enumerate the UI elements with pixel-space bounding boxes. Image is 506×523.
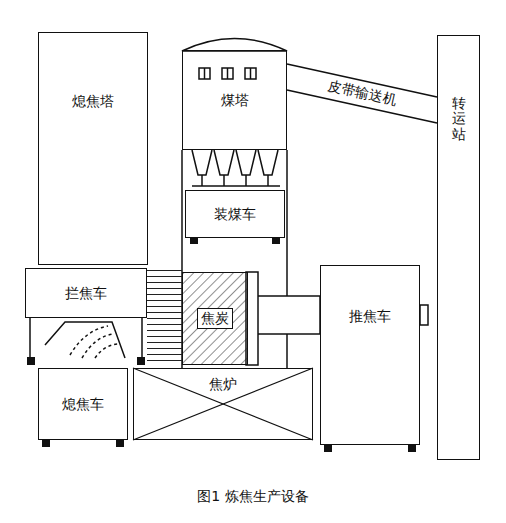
edge-label: 皮带输送机 <box>326 77 398 110</box>
charging-car: 装煤车 <box>185 190 285 238</box>
node-label: 焦炭 <box>197 308 233 329</box>
coke-guide-car: 拦焦车 <box>25 268 147 318</box>
node-label: 熄焦车 <box>62 396 104 413</box>
oven-cross <box>133 368 313 440</box>
node-label: 拦焦车 <box>65 285 107 302</box>
coke-mass: 焦炭 <box>182 272 248 365</box>
node-label: 煤塔 <box>221 92 249 109</box>
guide-car-hood <box>30 318 142 358</box>
belt-conveyor <box>287 64 437 123</box>
node-label: 转运站 <box>452 96 466 142</box>
quench-tower: 熄焦塔 <box>38 32 148 265</box>
transfer-station: 转运站 <box>437 35 480 460</box>
figure-caption: 图1 炼焦生产设备 <box>0 488 506 506</box>
node-label: 装煤车 <box>214 206 256 223</box>
node-label: 熄焦塔 <box>72 93 114 110</box>
coal-tower: 煤塔 <box>182 50 287 150</box>
pusher-car: 推焦车 <box>320 265 420 445</box>
coke-oven: 焦炉 <box>133 368 313 440</box>
node-label: 焦炉 <box>206 375 240 394</box>
node-label: 推焦车 <box>349 308 391 325</box>
coke-guide-rails <box>147 268 182 362</box>
quench-car: 熄焦车 <box>38 368 128 440</box>
